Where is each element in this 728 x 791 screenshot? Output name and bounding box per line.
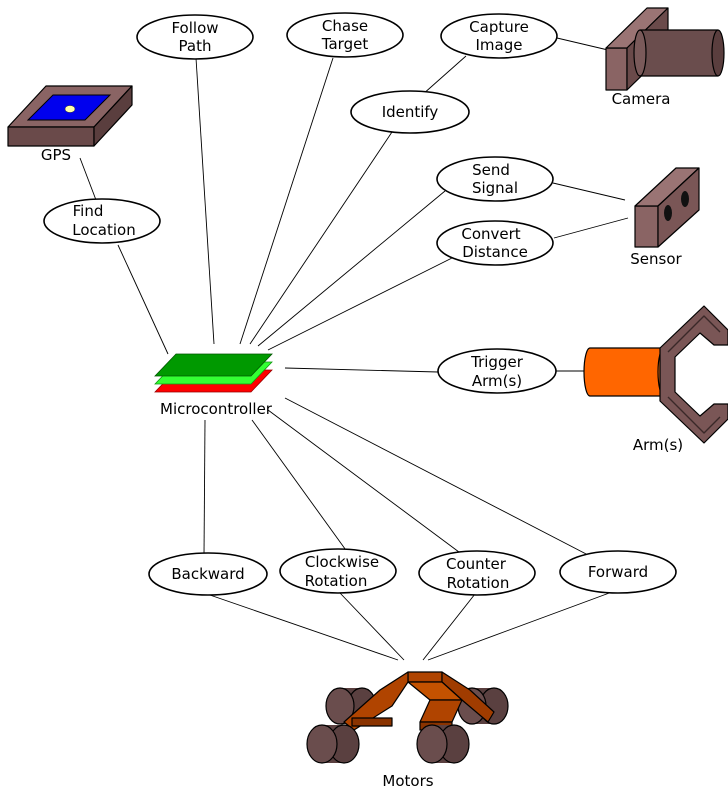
gps-side-face bbox=[93, 85, 133, 147]
edge-backward-motors bbox=[206, 593, 399, 661]
camera-label: Camera bbox=[612, 90, 671, 108]
node-convert-distance: Convert Distance bbox=[436, 220, 554, 266]
node-identify: Identify bbox=[350, 90, 470, 134]
rover-chassis bbox=[343, 671, 495, 731]
edge-micro-chase-target bbox=[239, 57, 334, 345]
node-follow-path-line1: Follow bbox=[171, 19, 218, 37]
edge-micro-identify bbox=[249, 131, 393, 345]
node-capture-image-line1: Capture bbox=[469, 18, 529, 36]
arms-label: Arm(s) bbox=[633, 436, 683, 454]
camera-lens-back bbox=[633, 29, 647, 77]
camera-lens-barrel bbox=[639, 29, 719, 77]
node-follow-path: Follow Path bbox=[136, 14, 254, 60]
edge-clockwise-motors bbox=[339, 592, 405, 661]
edge-micro-find-location bbox=[117, 244, 169, 355]
node-send-signal: Send Signal bbox=[436, 156, 554, 202]
board-layer-top bbox=[154, 353, 273, 377]
wheel-front-left bbox=[306, 724, 360, 764]
node-follow-path-line2: Path bbox=[179, 37, 212, 55]
sensor-label: Sensor bbox=[630, 250, 682, 268]
node-backward: Backward bbox=[148, 552, 268, 596]
microcontroller-label: Microcontroller bbox=[160, 400, 273, 418]
edge-micro-counter bbox=[267, 409, 464, 556]
microcontroller-device: Microcontroller bbox=[154, 353, 273, 418]
node-capture-image: Capture Image bbox=[440, 13, 558, 59]
node-find-location-line1: Find bbox=[73, 202, 104, 220]
sensor-device: Sensor bbox=[630, 167, 700, 268]
edge-gps-find-location bbox=[79, 157, 97, 201]
node-clockwise-rotation: Clockwise Rotation bbox=[279, 548, 397, 594]
camera-body-front bbox=[605, 47, 628, 91]
gps-label: GPS bbox=[41, 146, 71, 164]
arm-gripper-inner bbox=[667, 315, 721, 434]
node-capture-image-line2: Image bbox=[476, 36, 523, 54]
edge-micro-forward bbox=[284, 397, 591, 557]
camera-icon bbox=[605, 7, 725, 91]
edge-micro-follow-path bbox=[195, 57, 215, 345]
sensor-eye-right bbox=[681, 191, 689, 207]
node-forward-label: Forward bbox=[588, 563, 648, 581]
wheel-front-right bbox=[416, 724, 470, 764]
node-counter-rotation: Counter Rotation bbox=[418, 550, 536, 596]
node-trigger-arms: Trigger Arm(s) bbox=[437, 348, 557, 394]
node-chase-target-line2: Target bbox=[321, 35, 369, 53]
node-forward: Forward bbox=[559, 550, 677, 594]
circuit-board-icon bbox=[154, 353, 273, 393]
arm-icon bbox=[583, 305, 728, 444]
arms-device: Arm(s) bbox=[583, 305, 728, 454]
arm-cylinder bbox=[583, 347, 665, 397]
node-send-signal-line1: Send bbox=[472, 161, 510, 179]
edge-micro-convert-distance bbox=[267, 257, 453, 351]
node-counter-line1: Counter bbox=[446, 555, 507, 573]
edge-send-signal-sensor bbox=[552, 182, 626, 201]
edge-capture-camera bbox=[556, 37, 609, 51]
node-convert-distance-line1: Convert bbox=[461, 225, 520, 243]
node-counter-line2: Rotation bbox=[447, 574, 510, 592]
edge-convert-sensor bbox=[553, 217, 629, 239]
node-trigger-arms-line2: Arm(s) bbox=[472, 372, 522, 390]
node-clockwise-line1: Clockwise bbox=[305, 553, 379, 571]
camera-lens-front bbox=[711, 29, 725, 77]
sensor-front-face bbox=[634, 205, 659, 248]
motors-device: Motors bbox=[306, 671, 509, 790]
sensor-side-face bbox=[657, 167, 700, 248]
edge-counter-motors bbox=[422, 593, 476, 661]
node-identify-label: Identify bbox=[382, 103, 439, 121]
rover-icon bbox=[306, 671, 509, 764]
arm-gripper bbox=[659, 305, 728, 444]
motors-label: Motors bbox=[382, 772, 433, 790]
sensor-eye-left bbox=[664, 205, 672, 221]
node-trigger-arms-line1: Trigger bbox=[470, 353, 524, 371]
node-backward-label: Backward bbox=[171, 565, 244, 583]
node-chase-target: Chase Target bbox=[286, 12, 404, 58]
sensor-icon bbox=[634, 167, 700, 248]
gps-location-dot bbox=[64, 105, 76, 113]
edge-micro-send-signal bbox=[257, 190, 446, 347]
node-chase-target-line1: Chase bbox=[322, 17, 368, 35]
node-find-location: Find Location bbox=[43, 198, 161, 244]
edge-micro-backward bbox=[203, 419, 206, 557]
node-find-location-line2: Location bbox=[72, 221, 135, 239]
gps-device: GPS bbox=[7, 85, 133, 164]
connections bbox=[79, 37, 629, 661]
edge-micro-clockwise bbox=[251, 419, 349, 554]
edge-micro-trigger-arms bbox=[284, 367, 439, 373]
node-send-signal-line2: Signal bbox=[472, 179, 518, 197]
gps-icon bbox=[7, 85, 133, 147]
edge-identify-capture bbox=[421, 55, 467, 96]
node-convert-distance-line2: Distance bbox=[462, 243, 528, 261]
edge-forward-motors bbox=[427, 591, 613, 661]
node-clockwise-line2: Rotation bbox=[305, 572, 368, 590]
gps-front-face bbox=[7, 126, 95, 147]
camera-device: Camera bbox=[605, 7, 725, 108]
